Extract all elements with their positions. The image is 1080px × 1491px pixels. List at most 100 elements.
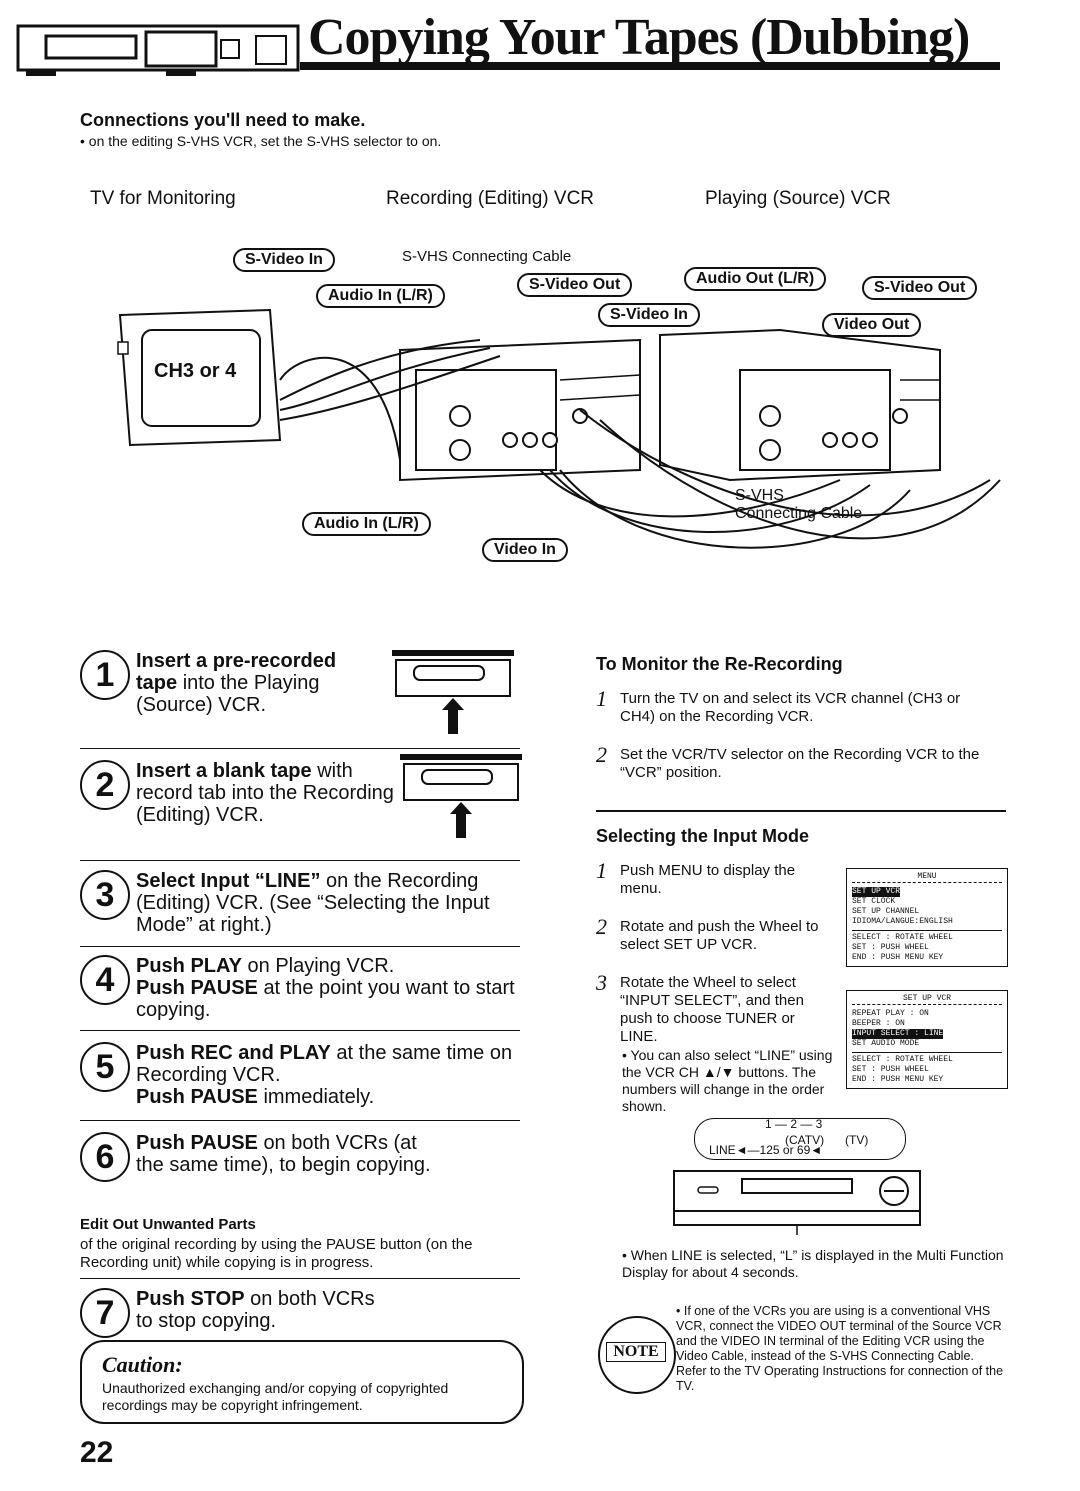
step-text: on both VCRs (at the same time), to begi… — [136, 1132, 431, 1176]
step-text: on Playing VCR. — [247, 955, 395, 977]
input-step-text: Rotate the Wheel to select “INPUT SELECT… — [620, 974, 804, 1045]
edit-out-text: of the original recording by using the P… — [80, 1236, 473, 1271]
note-label: NOTE — [606, 1342, 666, 1362]
tv-label: TV for Monitoring — [90, 188, 236, 209]
step-number: 5 — [80, 1042, 130, 1092]
menu-row: BEEPER : ON — [852, 1019, 905, 1028]
title-underline — [300, 62, 1000, 70]
channel-sequence: 1 — 2 — 3 (CATV) (TV) LINE◄—125 or 69◄ — [694, 1117, 906, 1160]
step-text: with record tab into the Recording (Edit… — [136, 760, 394, 826]
step-number: 7 — [80, 1288, 130, 1338]
step-3: 3 Select Input “LINE” on the Recording (… — [80, 870, 520, 940]
menu-key: SET : PUSH WHEEL — [852, 943, 929, 952]
menu-row: REPEAT PLAY : ON — [852, 1009, 929, 1018]
recording-vcr-drawing — [399, 338, 641, 482]
step-number: 3 — [80, 870, 130, 920]
vcr-header-icon — [16, 24, 300, 76]
connections-heading: Connections you'll need to make. — [80, 110, 366, 130]
input-step-number: 1 — [596, 858, 607, 883]
step-text-2: immediately. — [263, 1086, 375, 1108]
step-number: 2 — [80, 760, 130, 810]
vcr-front-icon — [673, 1170, 921, 1235]
menu-key: SELECT : ROTATE WHEEL — [852, 933, 953, 942]
divider — [80, 860, 520, 861]
step-bold: Push REC and PLAY — [136, 1042, 331, 1064]
tv-screen-text: CH3 or 4 — [154, 360, 237, 382]
connections-note: • on the editing S-VHS VCR, set the S-VH… — [80, 133, 442, 149]
audio-in-pill-bottom: Audio In (L/R) — [302, 512, 431, 536]
input-step-number: 2 — [596, 914, 607, 939]
step-bold: Select Input “LINE” — [136, 870, 321, 892]
cables — [279, 339, 1001, 549]
step-text: on the Recording (Editing) VCR. (See “Se… — [136, 870, 490, 936]
divider — [596, 810, 1006, 812]
step-bold: Push PAUSE — [136, 1132, 258, 1154]
caution-text: Unauthorized exchanging and/or copying o… — [102, 1380, 449, 1413]
cassette-icon — [392, 650, 514, 734]
divider — [80, 1120, 520, 1121]
step-number: 4 — [80, 955, 130, 1005]
tv-label-small: (TV) — [845, 1133, 869, 1147]
step-text: on both VCRs to stop copying. — [136, 1288, 375, 1332]
step-text: at the same time on Recording VCR. — [136, 1042, 513, 1086]
menu-row: SET CLOCK — [852, 897, 896, 906]
svideo-in-pill: S-Video In — [233, 248, 335, 272]
input-step-text: Push MENU to display the menu. — [620, 862, 796, 897]
audio-in-pill-top: Audio In (L/R) — [316, 284, 445, 308]
step-7: 7 Push STOP on both VCRs to stop copying… — [80, 1288, 520, 1338]
caution-box: Caution: Unauthorized exchanging and/or … — [80, 1340, 524, 1424]
step-number: 6 — [80, 1132, 130, 1182]
page-number: 22 — [80, 1436, 114, 1469]
monitor-step-text: Set the VCR/TV selector on the Recording… — [620, 746, 980, 781]
menu-title: SET UP VCR — [852, 994, 1002, 1005]
note-text: • If one of the VCRs you are using is a … — [676, 1304, 1004, 1393]
step-bold: Push STOP — [136, 1288, 245, 1310]
menu-screen-2: SET UP VCR REPEAT PLAY : ON BEEPER : ON … — [846, 990, 1008, 1089]
tv-drawing — [117, 308, 282, 447]
monitor-heading: To Monitor the Re-Recording — [596, 654, 843, 674]
input-step-text: Rotate and push the Wheel to select SET … — [620, 918, 819, 953]
video-in-pill-bottom: Video In — [482, 538, 568, 562]
step-text: into the Playing (Source) VCR. — [136, 672, 320, 716]
step-text-2: at the point you want to start copying. — [136, 977, 515, 1021]
playing-vcr-drawing — [659, 328, 941, 482]
step-2: 2 Insert a blank tape with record tab in… — [80, 760, 520, 830]
audio-out-pill: Audio Out (L/R) — [684, 267, 827, 291]
note-icon: NOTE — [598, 1316, 676, 1394]
menu-row-selected: SET UP VCR — [852, 887, 901, 897]
step-bold-2: Push PAUSE — [136, 977, 258, 999]
monitor-step-text: Turn the TV on and select its VCR channe… — [620, 690, 961, 725]
video-out-pill: Video Out — [822, 313, 922, 337]
step-number: 1 — [80, 650, 130, 700]
catv-label: (CATV) — [785, 1133, 825, 1147]
menu-row: SET UP CHANNEL — [852, 907, 920, 916]
divider — [80, 1030, 520, 1031]
step-1: 1 Insert a pre-recorded tape into the Pl… — [80, 650, 520, 720]
menu-screen-1: MENU SET UP VCR SET CLOCK SET UP CHANNEL… — [846, 868, 1008, 967]
recording-vcr-label: Recording (Editing) VCR — [386, 188, 595, 209]
caution-heading: Caution: — [102, 1352, 183, 1377]
step-bold: Insert a pre-recorded tape — [136, 650, 337, 694]
input-bullet: • You can also select “LINE” using the V… — [622, 1047, 833, 1114]
menu-row: SET AUDIO MODE — [852, 1039, 920, 1048]
playing-vcr-label: Playing (Source) VCR — [705, 188, 891, 209]
divider — [80, 1278, 520, 1279]
divider — [80, 946, 520, 947]
step-bold-2: Push PAUSE — [136, 1086, 258, 1108]
input-step-number: 3 — [596, 970, 607, 995]
step-bold: Insert a blank tape — [136, 760, 312, 782]
menu-key: SELECT : ROTATE WHEEL — [852, 1055, 953, 1064]
divider — [80, 748, 520, 749]
svhs-cable-label: S-VHS Connecting Cable — [402, 248, 572, 265]
svideo-out-pill: S-Video Out — [517, 273, 633, 297]
menu-key: END : PUSH MENU KEY — [852, 1075, 944, 1084]
monitor-step-number: 2 — [596, 742, 607, 767]
svideo-in-pill-mid: S-Video In — [598, 303, 700, 327]
sequence-numbers: 1 — 2 — 3 — [765, 1117, 823, 1131]
line-sequence: LINE◄—125 or 69◄ — [709, 1143, 823, 1157]
cassette-icon — [400, 754, 522, 838]
edit-out-heading: Edit Out Unwanted Parts — [80, 1216, 256, 1233]
menu-row: IDIOMA/LANGUE:ENGLISH — [852, 917, 953, 926]
step-bold: Push PLAY — [136, 955, 242, 977]
step-4: 4 Push PLAY on Playing VCR.Push PAUSE at… — [80, 955, 520, 1025]
